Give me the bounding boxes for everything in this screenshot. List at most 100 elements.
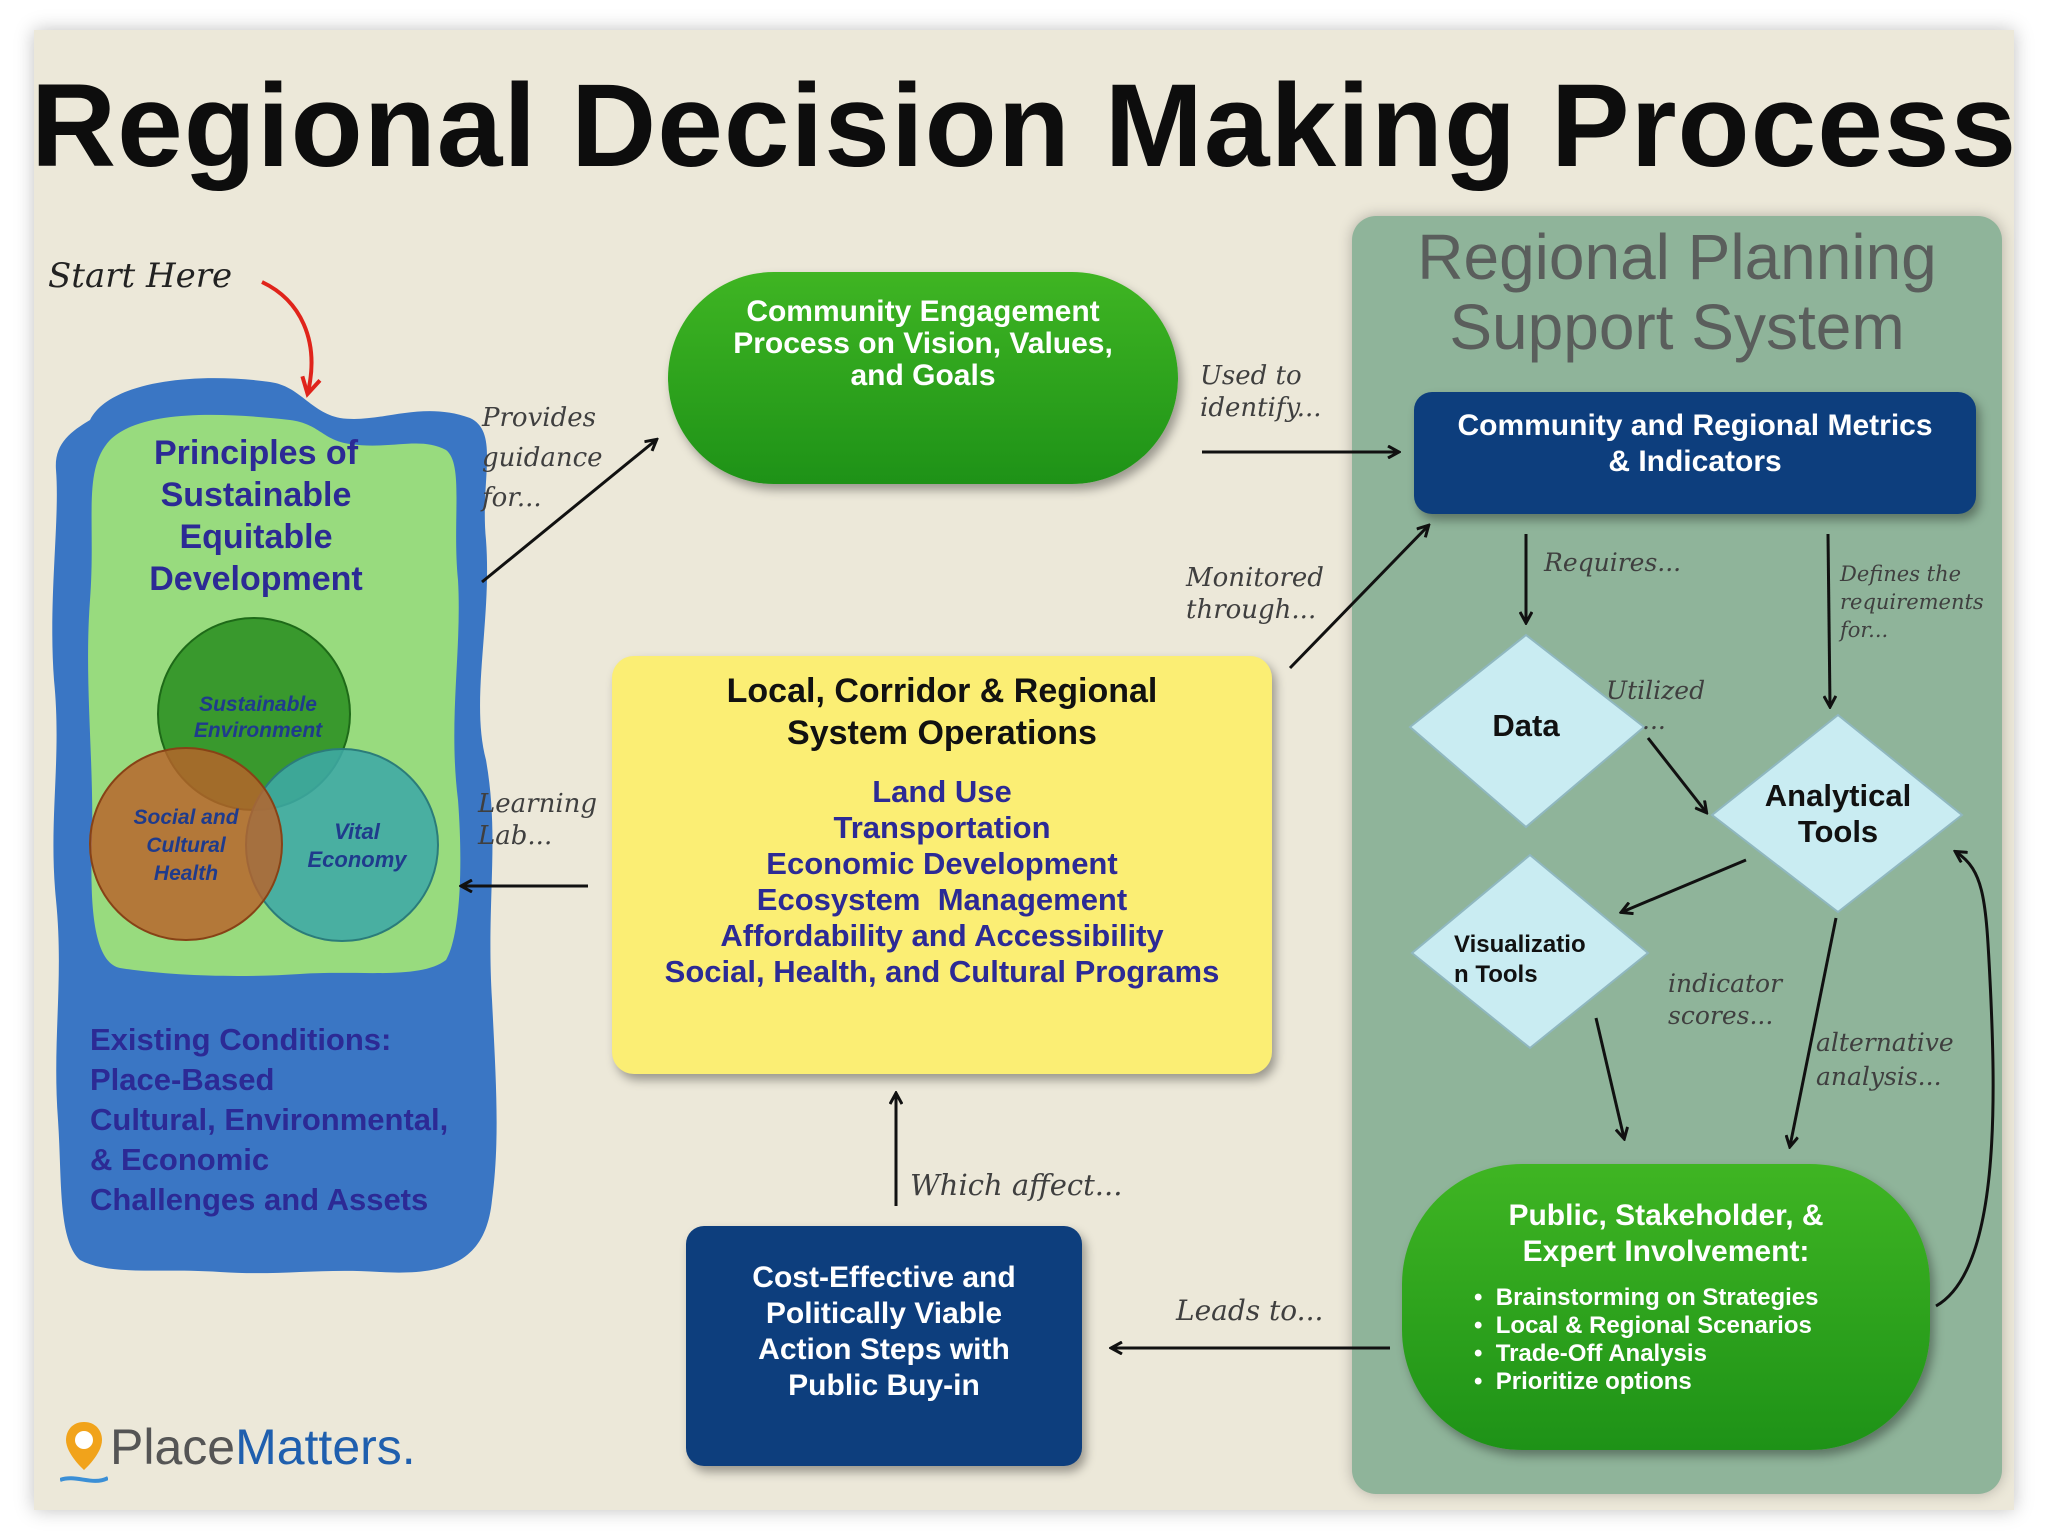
edge-label-line: indicator (1668, 969, 1783, 998)
analytical-tools-diamond (1710, 713, 1964, 914)
visualization-tools-label: Visualizatio n Tools (1454, 930, 1614, 990)
visualization-tools-diamond (1410, 853, 1650, 1050)
edge-label-line: ... (1642, 706, 1666, 735)
community-engagement-node: Community Engagement Process on Vision, … (668, 272, 1178, 484)
existing-line1: Existing Conditions: (90, 1022, 392, 1057)
start-here-label: Start Here (48, 256, 233, 296)
system-operations-node: Local, Corridor & Regional System Operat… (612, 656, 1272, 1074)
engagement-line3: and Goals (850, 359, 996, 392)
public-involvement-node: Public, Stakeholder, & Expert Involvemen… (1402, 1164, 1930, 1450)
venn-environment-line1: Sustainable (199, 693, 317, 716)
operations-item: Transportation (833, 810, 1051, 845)
action-steps-node: Cost-Effective and Politically Viable Ac… (686, 1226, 1082, 1466)
involvement-heading-line1: Public, Stakeholder, & (1508, 1199, 1824, 1232)
metrics-node: Community and Regional Metrics & Indicat… (1414, 392, 1976, 514)
operations-heading: Local, Corridor & Regional System Operat… (612, 656, 1272, 754)
existing-line4: & Economic (90, 1142, 270, 1177)
edge-label-monitored-through: Monitored through... (1186, 562, 1324, 626)
involvement-bullet: Local & Regional Scenarios (1474, 1312, 1930, 1340)
rpss-title: Regional Planning Support System (1352, 222, 2002, 362)
operations-item: Ecosystem Management (756, 882, 1128, 917)
operations-list: Land Use Transportation Economic Develop… (612, 774, 1272, 990)
involvement-bullet: Brainstorming on Strategies (1474, 1284, 1930, 1312)
edge-label-line: Provides (482, 403, 596, 433)
data-label: Data (1492, 708, 1560, 743)
edge-label-line: Used to (1200, 361, 1302, 391)
page-title: Regional Decision Making Process (30, 60, 2018, 192)
edge-label-line: requirements (1840, 590, 1984, 614)
metrics-line2: & Indicators (1608, 445, 1782, 478)
edge-label-line: scores... (1668, 1001, 1774, 1030)
venn-social-label: Social and Cultural Health (100, 804, 272, 888)
data-diamond (1408, 633, 1646, 829)
operations-item: Economic Development (766, 846, 1118, 881)
arrow-metrics-to-analytical (1828, 533, 1830, 706)
edge-label-line: guidance (482, 443, 603, 473)
edge-label-indicator-scores: indicator scores... (1668, 968, 1782, 1032)
rpss-title-line2: Support System (1449, 291, 1905, 363)
edge-label-line: Utilized (1606, 676, 1706, 705)
edge-label-alternative-analysis: alternative analysis... (1816, 1026, 1954, 1094)
logo-part2: Matters. (235, 1419, 416, 1475)
involvement-bullet: Prioritize options (1474, 1368, 1930, 1396)
edge-label-utilized: Utilized ... (1606, 676, 1705, 736)
edge-label-line: identify... (1200, 393, 1322, 423)
venn-economy-line1: Vital (334, 819, 380, 844)
edge-label-line: Learning (478, 789, 598, 819)
analytical-tools-label: Analytical Tools (1740, 778, 1936, 850)
existing-line2: Place-Based (90, 1062, 275, 1097)
arrow-analytical-to-visualization (1622, 858, 1747, 912)
edge-label-line: for... (1840, 618, 1889, 642)
arrow-principles-to-engagement (481, 440, 656, 584)
edge-label-learning-lab: Learning Lab... (478, 788, 597, 852)
visualization-line2: n Tools (1454, 961, 1538, 988)
action-line1: Cost-Effective and (752, 1261, 1016, 1294)
involvement-heading-line2: Expert Involvement: (1522, 1235, 1810, 1268)
operations-item: Affordability and Accessibility (720, 918, 1164, 953)
involvement-bullet: Trade-Off Analysis (1474, 1340, 1930, 1368)
arrow-data-to-analytical (1646, 737, 1706, 812)
analytical-line2: Tools (1797, 814, 1879, 849)
venn-environment-line2: Environment (193, 719, 323, 742)
operations-heading-line1: Local, Corridor & Regional (726, 672, 1158, 710)
placematters-logo: PlaceMatters. (110, 1418, 416, 1476)
action-line4: Public Buy-in (788, 1369, 980, 1402)
arrow-operations-to-metrics (1288, 526, 1428, 670)
existing-line3: Cultural, Environmental, (90, 1102, 449, 1137)
engagement-line1: Community Engagement (746, 295, 1100, 328)
start-here-arrow (261, 280, 311, 392)
metrics-line1: Community and Regional Metrics (1457, 409, 1933, 442)
edge-label-line: Lab... (478, 821, 553, 851)
venn-economy-line2: Economy (307, 847, 407, 872)
venn-environment-label: Sustainable Environment (168, 692, 348, 744)
edge-label-which-affect: Which affect... (910, 1168, 1123, 1202)
operations-item: Social, Health, and Cultural Programs (664, 954, 1220, 989)
visualization-line1: Visualizatio (1454, 931, 1586, 958)
edge-label-provides-guidance: Provides guidance for... (482, 398, 603, 518)
placematters-pin-icon (60, 1422, 108, 1483)
edge-label-defines: Defines the requirements for... (1840, 560, 1984, 644)
venn-social-circle (89, 747, 283, 941)
principles-line1: Principles of (153, 434, 359, 472)
edge-label-leads-to: Leads to... (1176, 1294, 1324, 1327)
edge-label-line: alternative (1816, 1028, 1954, 1057)
edge-label-used-to-identify: Used to identify... (1200, 360, 1322, 424)
action-line2: Politically Viable (765, 1297, 1003, 1330)
analytical-line1: Analytical (1764, 778, 1912, 813)
principles-heading: Principles of Sustainable Equitable Deve… (116, 432, 396, 600)
operations-heading-line2: System Operations (787, 714, 1097, 752)
edge-label-line: Monitored (1186, 563, 1324, 593)
venn-social-line1: Social and (133, 806, 239, 829)
venn-social-line3: Health (153, 862, 219, 885)
operations-item: Land Use (872, 774, 1012, 809)
involvement-bullets: Brainstorming on Strategies Local & Regi… (1474, 1284, 1930, 1396)
existing-conditions: Existing Conditions: Place-Based Cultura… (90, 1020, 490, 1220)
logo-part1: Place (110, 1419, 236, 1475)
edge-label-line: for... (482, 483, 542, 513)
principles-line4: Development (149, 560, 363, 598)
edge-label-line: analysis... (1816, 1062, 1942, 1091)
edge-label-requires: Requires... (1544, 548, 1682, 577)
rpss-title-line1: Regional Planning (1417, 221, 1937, 293)
venn-economy-label: Vital Economy (282, 818, 432, 874)
